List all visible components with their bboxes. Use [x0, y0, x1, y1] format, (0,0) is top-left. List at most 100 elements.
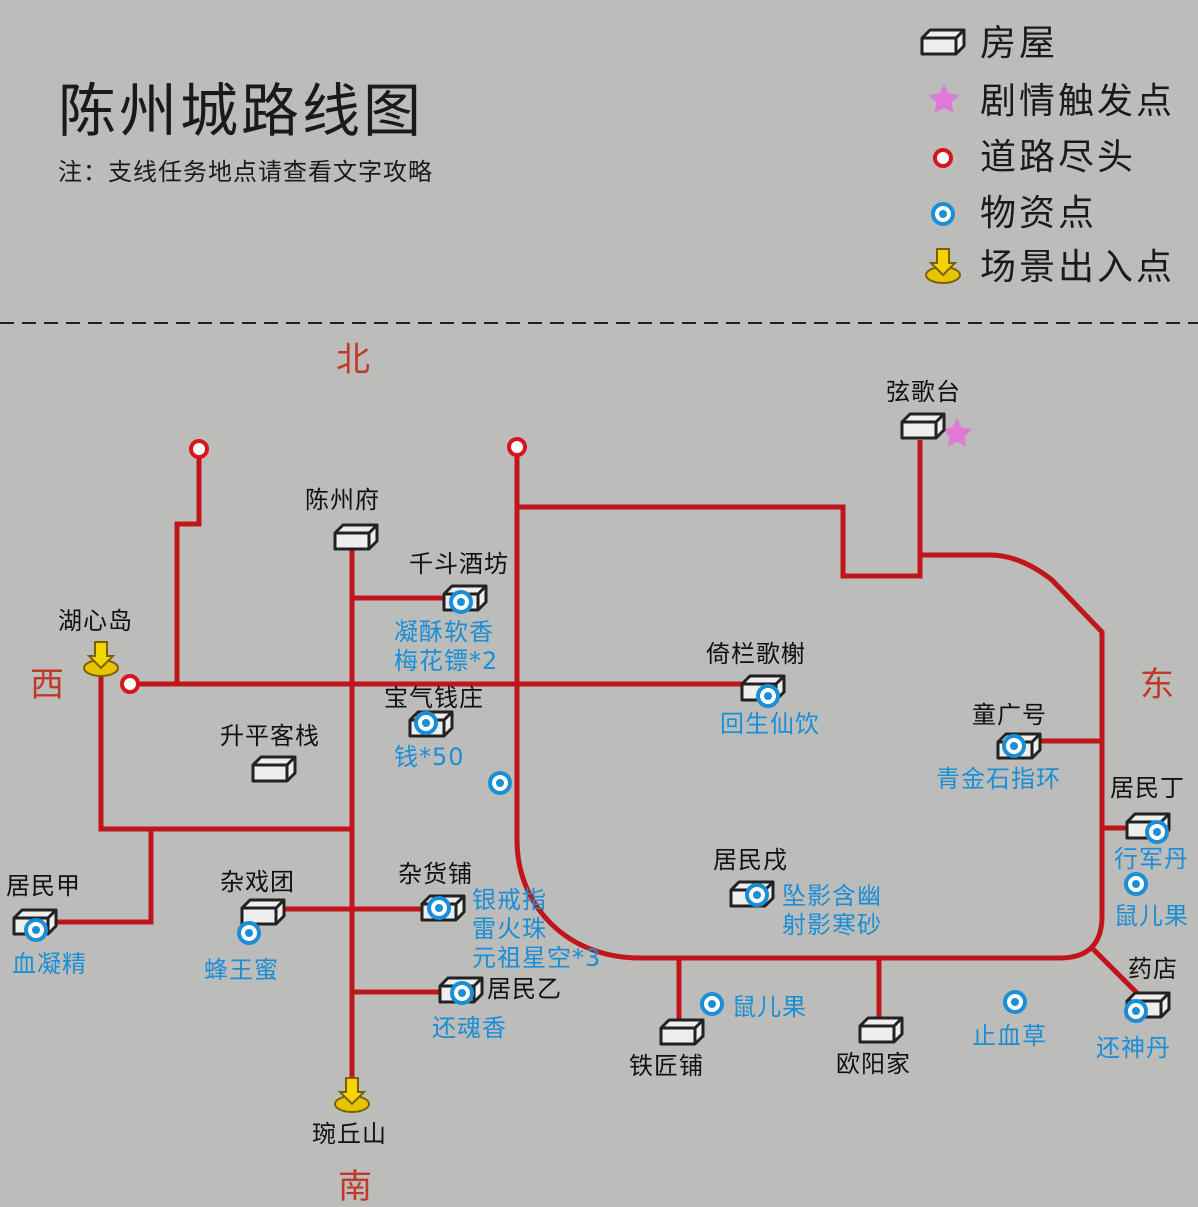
- road-end-icon: [189, 439, 209, 459]
- item-jumin-wu: 坠影含幽 射影寒砂: [782, 882, 882, 940]
- legend-star-icon: [928, 84, 960, 113]
- item-text: 行军丹: [1114, 845, 1189, 873]
- house-xiange-icon: [900, 412, 946, 440]
- place-baoqi: 宝气钱庄: [384, 684, 484, 712]
- supply-jumin-ding-icon: [1145, 820, 1169, 844]
- road-end-icon: [120, 674, 140, 694]
- map-title: 陈州城路线图: [58, 77, 425, 145]
- place-jumin-yi: 居民乙: [487, 975, 562, 1003]
- supply-shu-er-south-icon: [700, 992, 724, 1016]
- legend-label-exit: 场景出入点: [980, 247, 1176, 288]
- place-yilan: 倚栏歌榭: [706, 640, 806, 668]
- place-tongguang: 童广号: [972, 701, 1047, 729]
- item-text: 止血草: [972, 1022, 1047, 1050]
- place-jumin-wu: 居民戌: [713, 846, 788, 874]
- item-text: 坠影含幽: [782, 882, 882, 910]
- item-zaxi: 蜂王蜜: [204, 956, 279, 985]
- item-zahuo: 银戒指 雷火珠 元祖星空*3: [472, 886, 601, 972]
- map-note: 注：支线任务地点请查看文字攻略: [58, 158, 433, 186]
- legend-label-road-end: 道路尽头: [980, 137, 1137, 178]
- item-text: 银戒指: [472, 886, 547, 914]
- house-ouyang-icon: [858, 1016, 904, 1044]
- road-yaodian: [1088, 944, 1142, 998]
- supply-jumin-wu-icon: [745, 883, 769, 907]
- direction-north: 北: [336, 340, 370, 380]
- supply-zahuo-icon: [427, 896, 451, 920]
- legend-exit-icon: [925, 248, 961, 284]
- item-qiandou: 凝酥软香 梅花镖*2: [394, 618, 498, 676]
- supply-jumin-jia-icon: [24, 918, 48, 942]
- place-huxin: 湖心岛: [58, 607, 133, 635]
- exit-wanqiu-icon: [334, 1077, 370, 1113]
- direction-west: 西: [30, 665, 64, 705]
- item-text: 还魂香: [432, 1014, 507, 1042]
- legend-label-house: 房屋: [980, 23, 1059, 64]
- item-shu-er-south: 鼠儿果: [732, 993, 807, 1022]
- item-jumin-jia: 血凝精: [12, 950, 87, 979]
- item-text: 射影寒砂: [782, 910, 882, 939]
- item-jumin-yi: 还魂香: [432, 1014, 507, 1043]
- roads: [55, 440, 1148, 1080]
- item-text: 梅花镖*2: [394, 646, 499, 675]
- legend-supply-icon: [931, 202, 955, 226]
- house-tiejiang-icon: [659, 1018, 705, 1046]
- legend-label-supply: 物资点: [980, 193, 1098, 234]
- item-yilan: 回生仙饮: [720, 710, 820, 739]
- supply-yilan-icon: [756, 684, 780, 708]
- item-tongguang: 青金石指环: [936, 765, 1061, 794]
- place-yaodian: 药店: [1128, 955, 1178, 983]
- item-text: 雷火珠: [472, 914, 547, 943]
- house-zaxi-icon: [240, 898, 286, 926]
- place-chenzhoufu: 陈州府: [305, 486, 380, 514]
- supply-zhixue-icon: [1003, 990, 1027, 1014]
- road-jumin-jia: [55, 829, 154, 925]
- road-west-loop: [98, 668, 352, 832]
- item-text: 凝酥软香: [394, 618, 494, 646]
- legend-road-end-icon: [933, 148, 953, 168]
- supply-road-icon: [488, 771, 512, 795]
- item-text: 回生仙饮: [720, 710, 820, 738]
- item-baoqi: 钱*50: [394, 743, 465, 772]
- legend-label-star: 剧情触发点: [980, 81, 1176, 122]
- item-text: 青金石指环: [936, 765, 1061, 793]
- item-text: 元祖星空*3: [472, 943, 602, 972]
- road-east-ring: [514, 447, 1105, 961]
- legend-house-icon: [920, 28, 966, 56]
- place-wanqiu: 琬丘山: [312, 1120, 387, 1148]
- place-shengping: 升平客栈: [220, 722, 320, 750]
- place-zahuo: 杂货铺: [398, 860, 473, 888]
- item-text: 鼠儿果: [1114, 902, 1189, 930]
- item-text: 蜂王蜜: [204, 956, 279, 984]
- story-trigger-star-icon: [941, 418, 973, 447]
- exit-huxin-icon: [83, 641, 119, 677]
- item-text: 血凝精: [12, 950, 87, 978]
- supply-shu-er-east-icon: [1124, 872, 1148, 896]
- item-text: 钱*50: [394, 743, 465, 771]
- item-text: 还神丹: [1096, 1034, 1171, 1062]
- supply-zaxi-icon: [237, 921, 261, 945]
- direction-south: 南: [338, 1167, 372, 1207]
- place-qiandou: 千斗酒坊: [409, 550, 509, 578]
- item-text: 鼠儿果: [732, 993, 807, 1021]
- supply-jumin-yi-icon: [450, 981, 474, 1005]
- road-northwest-branch: [174, 449, 202, 684]
- item-shu-er-east: 鼠儿果: [1114, 902, 1189, 931]
- road-end-icon: [507, 437, 527, 457]
- house-shengping-icon: [251, 755, 297, 783]
- place-jumin-ding: 居民丁: [1110, 774, 1185, 802]
- place-zaxi: 杂戏团: [220, 868, 295, 896]
- place-xiange: 弦歌台: [886, 378, 961, 406]
- supply-tongguang-icon: [1002, 734, 1026, 758]
- house-chenzhoufu-icon: [333, 523, 379, 551]
- supply-baoqi-icon: [414, 711, 438, 735]
- item-jumin-ding: 行军丹: [1114, 845, 1189, 874]
- item-zhixue: 止血草: [972, 1022, 1047, 1051]
- supply-yaodian-icon: [1124, 999, 1148, 1023]
- direction-east: 东: [1140, 665, 1174, 705]
- supply-qiandou-icon: [449, 590, 473, 614]
- item-yaodian: 还神丹: [1096, 1034, 1171, 1063]
- place-tiejiang: 铁匠铺: [629, 1052, 704, 1080]
- place-jumin-jia: 居民甲: [6, 872, 81, 900]
- place-ouyang: 欧阳家: [836, 1050, 911, 1078]
